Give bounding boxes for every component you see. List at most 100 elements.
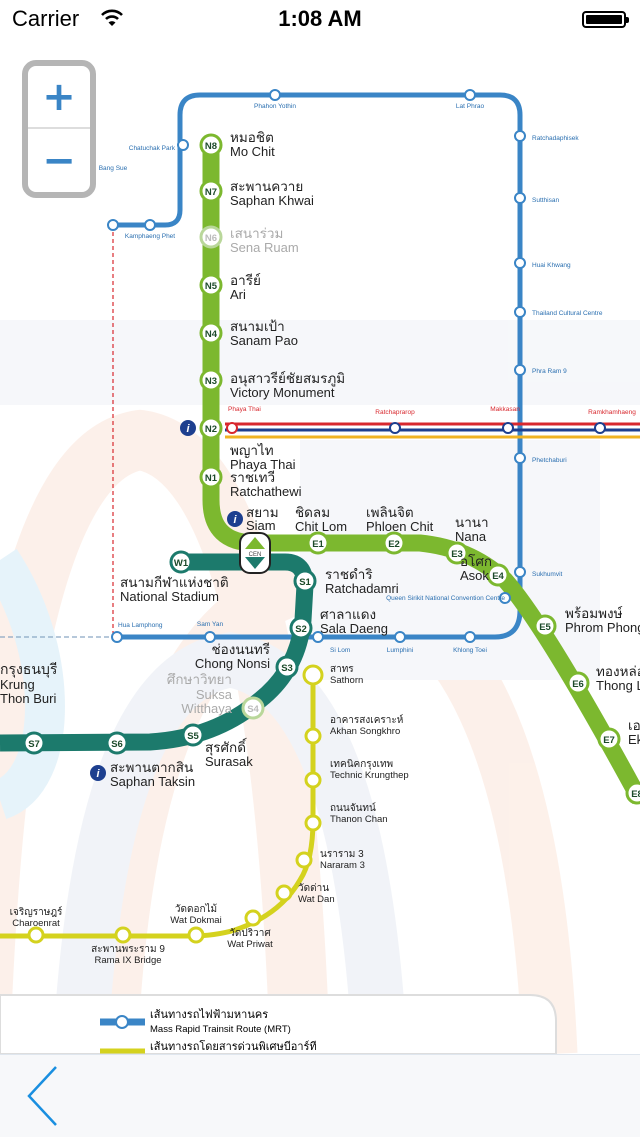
station-code: N2 (205, 424, 217, 435)
station-name-th: สะพานตากสิน (110, 760, 193, 775)
mrt-station[interactable]: Lat Phrao (456, 89, 485, 110)
airport-link-station[interactable]: Ramkhamhaeng (588, 409, 636, 434)
station-name-en: Witthaya (181, 701, 232, 716)
station-marker (269, 89, 281, 101)
mrt-station[interactable]: Lumphini (387, 631, 413, 654)
station-s5[interactable]: S5สุรศักดิ์Surasak (181, 723, 253, 769)
station-marker (514, 130, 526, 142)
station-code: S3 (281, 663, 293, 674)
brt-station[interactable]: เจริญราษฎร์Charoenrat (10, 906, 63, 944)
mrt-station[interactable]: Queen Sirikit National Convention Centre (386, 592, 511, 604)
station-name-en: Ramkhamhaeng (588, 409, 636, 416)
station-marker (187, 926, 205, 944)
station-marker (304, 814, 322, 832)
station-code: W1 (174, 558, 189, 569)
mrt-station[interactable]: Bang Sue (99, 165, 128, 231)
chevron-left-icon (27, 1066, 57, 1126)
station-name-th: กรุงธนบุรี (0, 661, 58, 678)
station-name-en: Krung (0, 677, 35, 692)
station-name-en: Asok (460, 568, 489, 583)
station-e7[interactable]: E7เอกมัยEkkamai (597, 718, 640, 751)
mrt-station[interactable]: Phra Ram 9 (514, 364, 567, 376)
station-name-en: Chatuchak Park (129, 145, 176, 152)
station-name-en: Sathorn (330, 675, 363, 686)
mrt-station[interactable]: Ratchadaphisek (514, 130, 579, 142)
station-name-en: Sala Daeng (320, 621, 388, 636)
station-name-en: Phaya Thai (230, 457, 296, 472)
siam-interchange-icon[interactable]: CEN (239, 532, 271, 574)
mrt-station[interactable]: Huai Khwang (514, 257, 571, 269)
transit-map[interactable]: เส้นทางรถไฟฟ้ามหานคร Mass Rapid Trainsit… (0, 40, 640, 1054)
map-canvas[interactable]: เส้นทางรถไฟฟ้ามหานคร Mass Rapid Trainsit… (0, 40, 640, 1054)
mrt-station[interactable]: Si Lom (312, 631, 350, 654)
station-code: N8 (205, 141, 217, 152)
mrt-station[interactable]: Phahon Yothin (254, 89, 296, 110)
station-marker (295, 851, 313, 869)
station-name-en: Surasak (205, 754, 253, 769)
mrt-station[interactable]: Sam Yan (197, 621, 224, 643)
station-s3[interactable]: S3ช่องนนทรีChong Nonsi (195, 642, 299, 679)
mrt-station[interactable]: Chatuchak Park (129, 139, 189, 152)
zoom-in-button[interactable]: + (28, 66, 90, 129)
station-marker (199, 179, 223, 203)
station-e8[interactable]: E8 (625, 781, 640, 805)
mrt-station[interactable]: Sukhumvit (514, 566, 563, 578)
mrt-station[interactable]: Kamphaeng Phet (125, 219, 175, 240)
mrt-station[interactable]: Sutthisan (514, 192, 559, 204)
mrt-station[interactable]: Hua Lamphong (111, 622, 163, 643)
station-code: N6 (205, 233, 217, 244)
back-button[interactable] (22, 1063, 72, 1127)
mrt-station[interactable]: Khlong Toei (453, 631, 487, 654)
station-marker (107, 219, 119, 231)
station-name-th: วัดปริวาศ (229, 928, 271, 939)
zoom-out-button[interactable]: − (42, 137, 76, 184)
airport-link-station[interactable]: Phaya Thai (226, 406, 261, 434)
brt-station[interactable]: อาคารสงเคราะห์Akhan Songkhro (304, 714, 403, 745)
station-cen-label[interactable]: สยาม Siam (246, 505, 279, 533)
mrt-station[interactable]: Phetchaburi (514, 452, 567, 464)
station-marker (304, 727, 322, 745)
station-name-en: Lumphini (387, 647, 413, 654)
station-name-en: Kamphaeng Phet (125, 233, 175, 240)
mrt-station[interactable]: Thailand Cultural Centre (514, 306, 603, 318)
airport-link-station[interactable]: Makkasan (490, 406, 520, 434)
station-code: S5 (187, 731, 199, 742)
brt-station[interactable]: วัดดอกไม้Wat Dokmai (170, 903, 222, 944)
station-marker (566, 671, 590, 695)
station-name-th: สาทร (330, 664, 354, 675)
station-name-th: เจริญราษฎร์ (10, 906, 63, 918)
station-name-en: Phra Ram 9 (532, 368, 567, 375)
station-marker (226, 422, 238, 434)
airport-link-station[interactable]: Ratchaprarop (375, 409, 415, 434)
brt-station[interactable]: ถนนจันทน์Thanon Chan (304, 802, 388, 832)
station-marker (204, 631, 216, 643)
station-name-th: อนุสาวรีย์ชัยสมรภูมิ (230, 370, 345, 387)
station-code: E6 (572, 679, 584, 690)
